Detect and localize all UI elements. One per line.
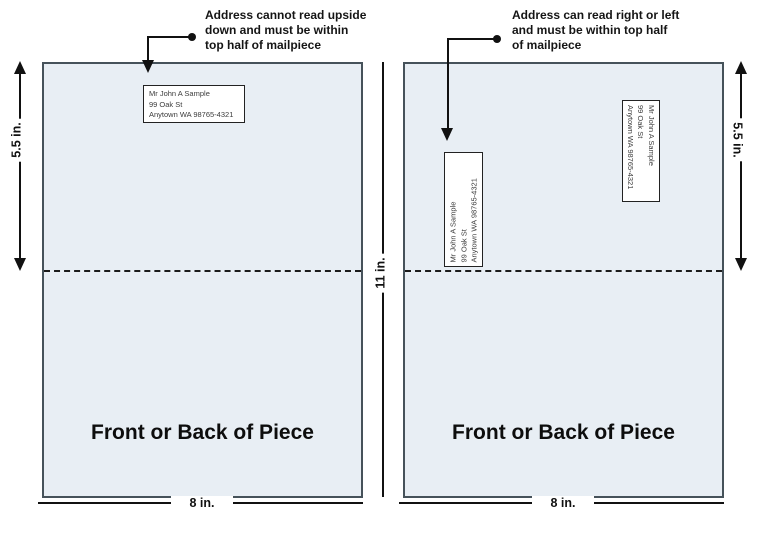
half-height-arrowhead-bottom-left bbox=[14, 258, 26, 271]
full-height-dimension-label: 11 in. bbox=[371, 253, 390, 293]
half-height-arrowhead-top-left bbox=[14, 61, 26, 74]
half-height-dashed-line-left bbox=[44, 270, 361, 272]
address-line2: 99 Oak St bbox=[458, 228, 468, 262]
callout-arrowhead-left bbox=[142, 60, 154, 73]
address-line2: 99 Oak St bbox=[636, 105, 646, 139]
annotation-right: Address can read right or left and must … bbox=[512, 8, 679, 53]
panel-caption-left: Front or Back of Piece bbox=[91, 421, 314, 444]
half-height-arrowhead-top-right bbox=[735, 61, 747, 74]
address-line3: Anytown WA 98765-4321 bbox=[469, 177, 478, 262]
address-line3: Anytown WA 98765-4321 bbox=[149, 110, 234, 119]
address-label-rotated-ccw-text: Mr John A Sample 99 Oak St Anytown WA 98… bbox=[445, 153, 482, 266]
address-line1: Mr John A Sample bbox=[149, 89, 210, 98]
half-height-dimension-line-left bbox=[19, 68, 21, 264]
address-line3: Anytown WA 98765-4321 bbox=[626, 105, 635, 190]
callout-dot-right bbox=[493, 35, 501, 43]
annotation-left-line1: Address cannot read upside bbox=[205, 8, 367, 22]
width-dimension-line-right-a bbox=[399, 502, 532, 504]
half-height-dimension-line-right bbox=[740, 68, 742, 264]
callout-line-horizontal-left bbox=[148, 36, 190, 38]
panel-caption-right: Front or Back of Piece bbox=[452, 421, 675, 444]
address-label-rotated-cw-text: Mr John A Sample 99 Oak St Anytown WA 98… bbox=[623, 101, 659, 201]
width-dimension-line-right-b bbox=[594, 502, 724, 504]
width-dimension-line-left-b bbox=[233, 502, 363, 504]
half-height-dimension-label-left: 5.5 in. bbox=[7, 118, 26, 162]
callout-line-vertical-left bbox=[147, 36, 149, 62]
mailpiece-panel-left bbox=[42, 62, 363, 498]
annotation-left-line2: down and must be within bbox=[205, 23, 349, 37]
annotation-right-line3: of mailpiece bbox=[512, 38, 582, 52]
width-dimension-line-left-a bbox=[38, 502, 171, 504]
half-height-dimension-label-right: 5.5 in. bbox=[728, 118, 747, 162]
width-dimension-label-right: 8 in. bbox=[532, 496, 594, 510]
callout-arrowhead-right bbox=[441, 128, 453, 141]
address-label-rotated-ccw: Mr John A Sample 99 Oak St Anytown WA 98… bbox=[444, 152, 483, 267]
mailpiece-panel-right bbox=[403, 62, 724, 498]
address-label-rotated-cw: Mr John A Sample 99 Oak St Anytown WA 98… bbox=[622, 100, 660, 202]
address-line1: Mr John A Sample bbox=[647, 105, 656, 166]
annotation-right-line1: Address can read right or left bbox=[512, 8, 680, 22]
callout-line-vertical-right bbox=[447, 38, 449, 130]
address-line2: 99 Oak St bbox=[149, 99, 183, 109]
annotation-right-line2: and must be within top half bbox=[512, 23, 668, 37]
address-line1: Mr John A Sample bbox=[448, 201, 457, 262]
half-height-arrowhead-bottom-right bbox=[735, 258, 747, 271]
callout-line-horizontal-right bbox=[448, 38, 495, 40]
annotation-left: Address cannot read upside down and must… bbox=[205, 8, 366, 53]
address-label-upright: Mr John A Sample 99 Oak St Anytown WA 98… bbox=[143, 85, 245, 123]
callout-dot-left bbox=[188, 33, 196, 41]
half-height-dashed-line-right bbox=[405, 270, 722, 272]
annotation-left-line3: top half of mailpiece bbox=[205, 38, 322, 52]
width-dimension-label-left: 8 in. bbox=[171, 496, 233, 510]
